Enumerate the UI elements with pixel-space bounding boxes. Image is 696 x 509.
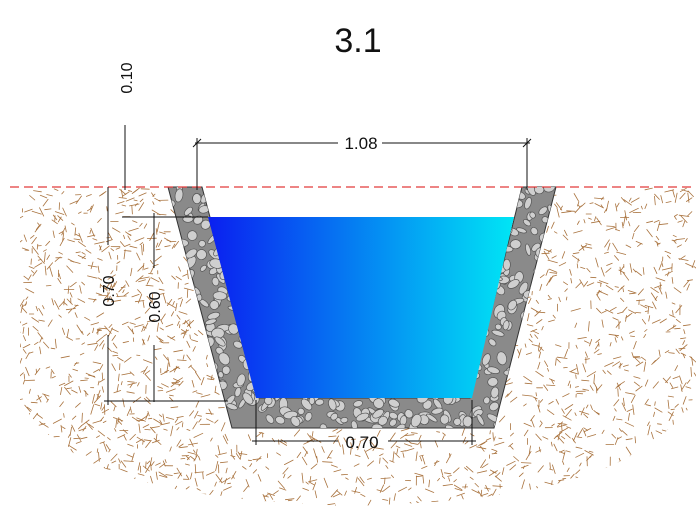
bottom-width-label: 0.70 (345, 433, 378, 452)
section-title: 3.1 (334, 22, 381, 60)
water-depth-dimension (122, 213, 208, 402)
freeboard-label: 0.10 (119, 62, 136, 93)
top-width-label: 1.08 (344, 134, 377, 153)
total-depth-label: 0.70 (101, 275, 118, 306)
water-body (208, 217, 514, 398)
top-width-dimension (192, 138, 532, 190)
total-depth-dimension (104, 187, 228, 405)
water-depth-label: 0.60 (147, 291, 164, 322)
bottom-width-dimension (252, 400, 476, 445)
